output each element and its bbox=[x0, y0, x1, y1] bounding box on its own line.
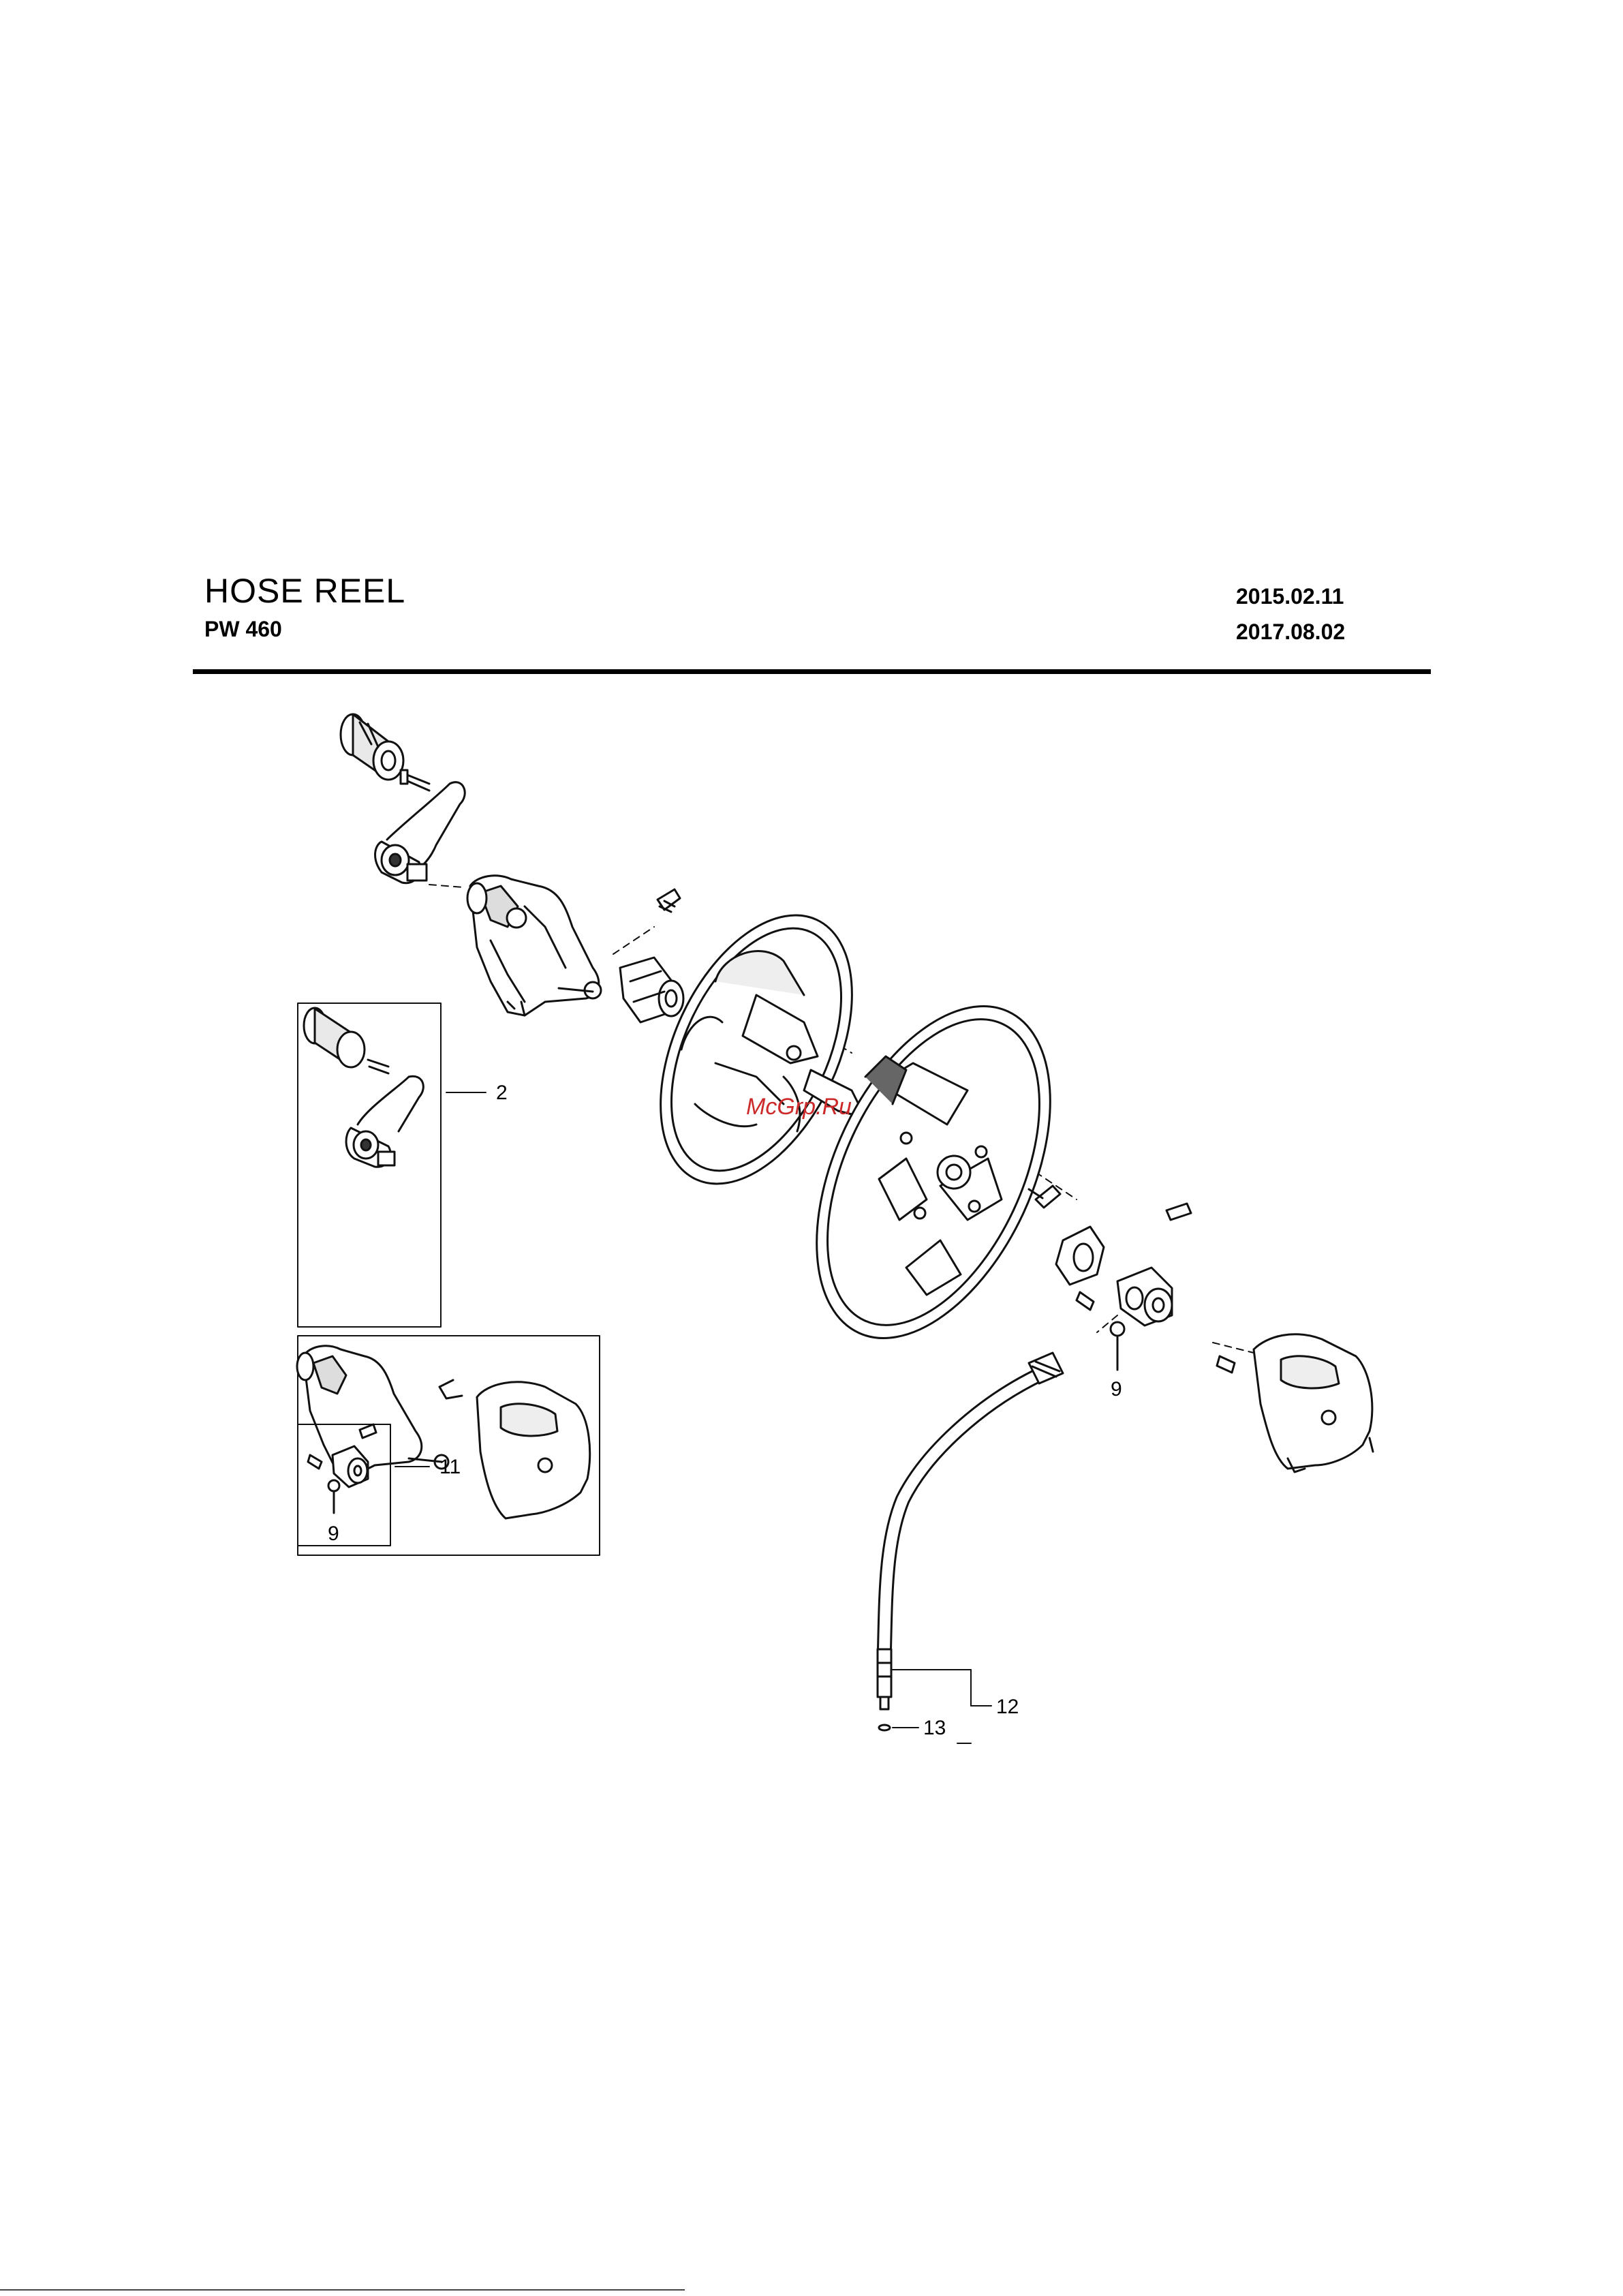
callout-9-inset: 9 bbox=[328, 1522, 339, 1545]
coupling-part bbox=[620, 958, 683, 1022]
watermark: McGrp.Ru bbox=[746, 1094, 852, 1120]
swivel-part bbox=[1117, 1268, 1172, 1326]
inset-clip bbox=[439, 1380, 462, 1398]
inset-right-bracket bbox=[477, 1382, 590, 1518]
crank-grip-part bbox=[341, 714, 403, 780]
callout-9-main: 9 bbox=[1111, 1378, 1122, 1400]
footer-line bbox=[0, 2289, 685, 2291]
left-bracket-part bbox=[467, 876, 601, 1015]
callout-11: 11 bbox=[439, 1456, 461, 1478]
callout-13: 13 bbox=[923, 1717, 946, 1739]
right-bracket-part bbox=[1254, 1334, 1373, 1472]
o-ring-part bbox=[1111, 1322, 1124, 1336]
callout-2: 2 bbox=[496, 1082, 508, 1104]
bracket-screw-part bbox=[658, 889, 680, 912]
crank-arm-part bbox=[375, 782, 465, 883]
inset-crank-assembly bbox=[304, 1008, 423, 1167]
hose-o-ring-part bbox=[879, 1725, 890, 1730]
callout-12: 12 bbox=[996, 1696, 1019, 1718]
crank-screw-part bbox=[401, 770, 429, 791]
inset-left-bracket bbox=[297, 1346, 448, 1475]
nut-part bbox=[1056, 1227, 1104, 1285]
